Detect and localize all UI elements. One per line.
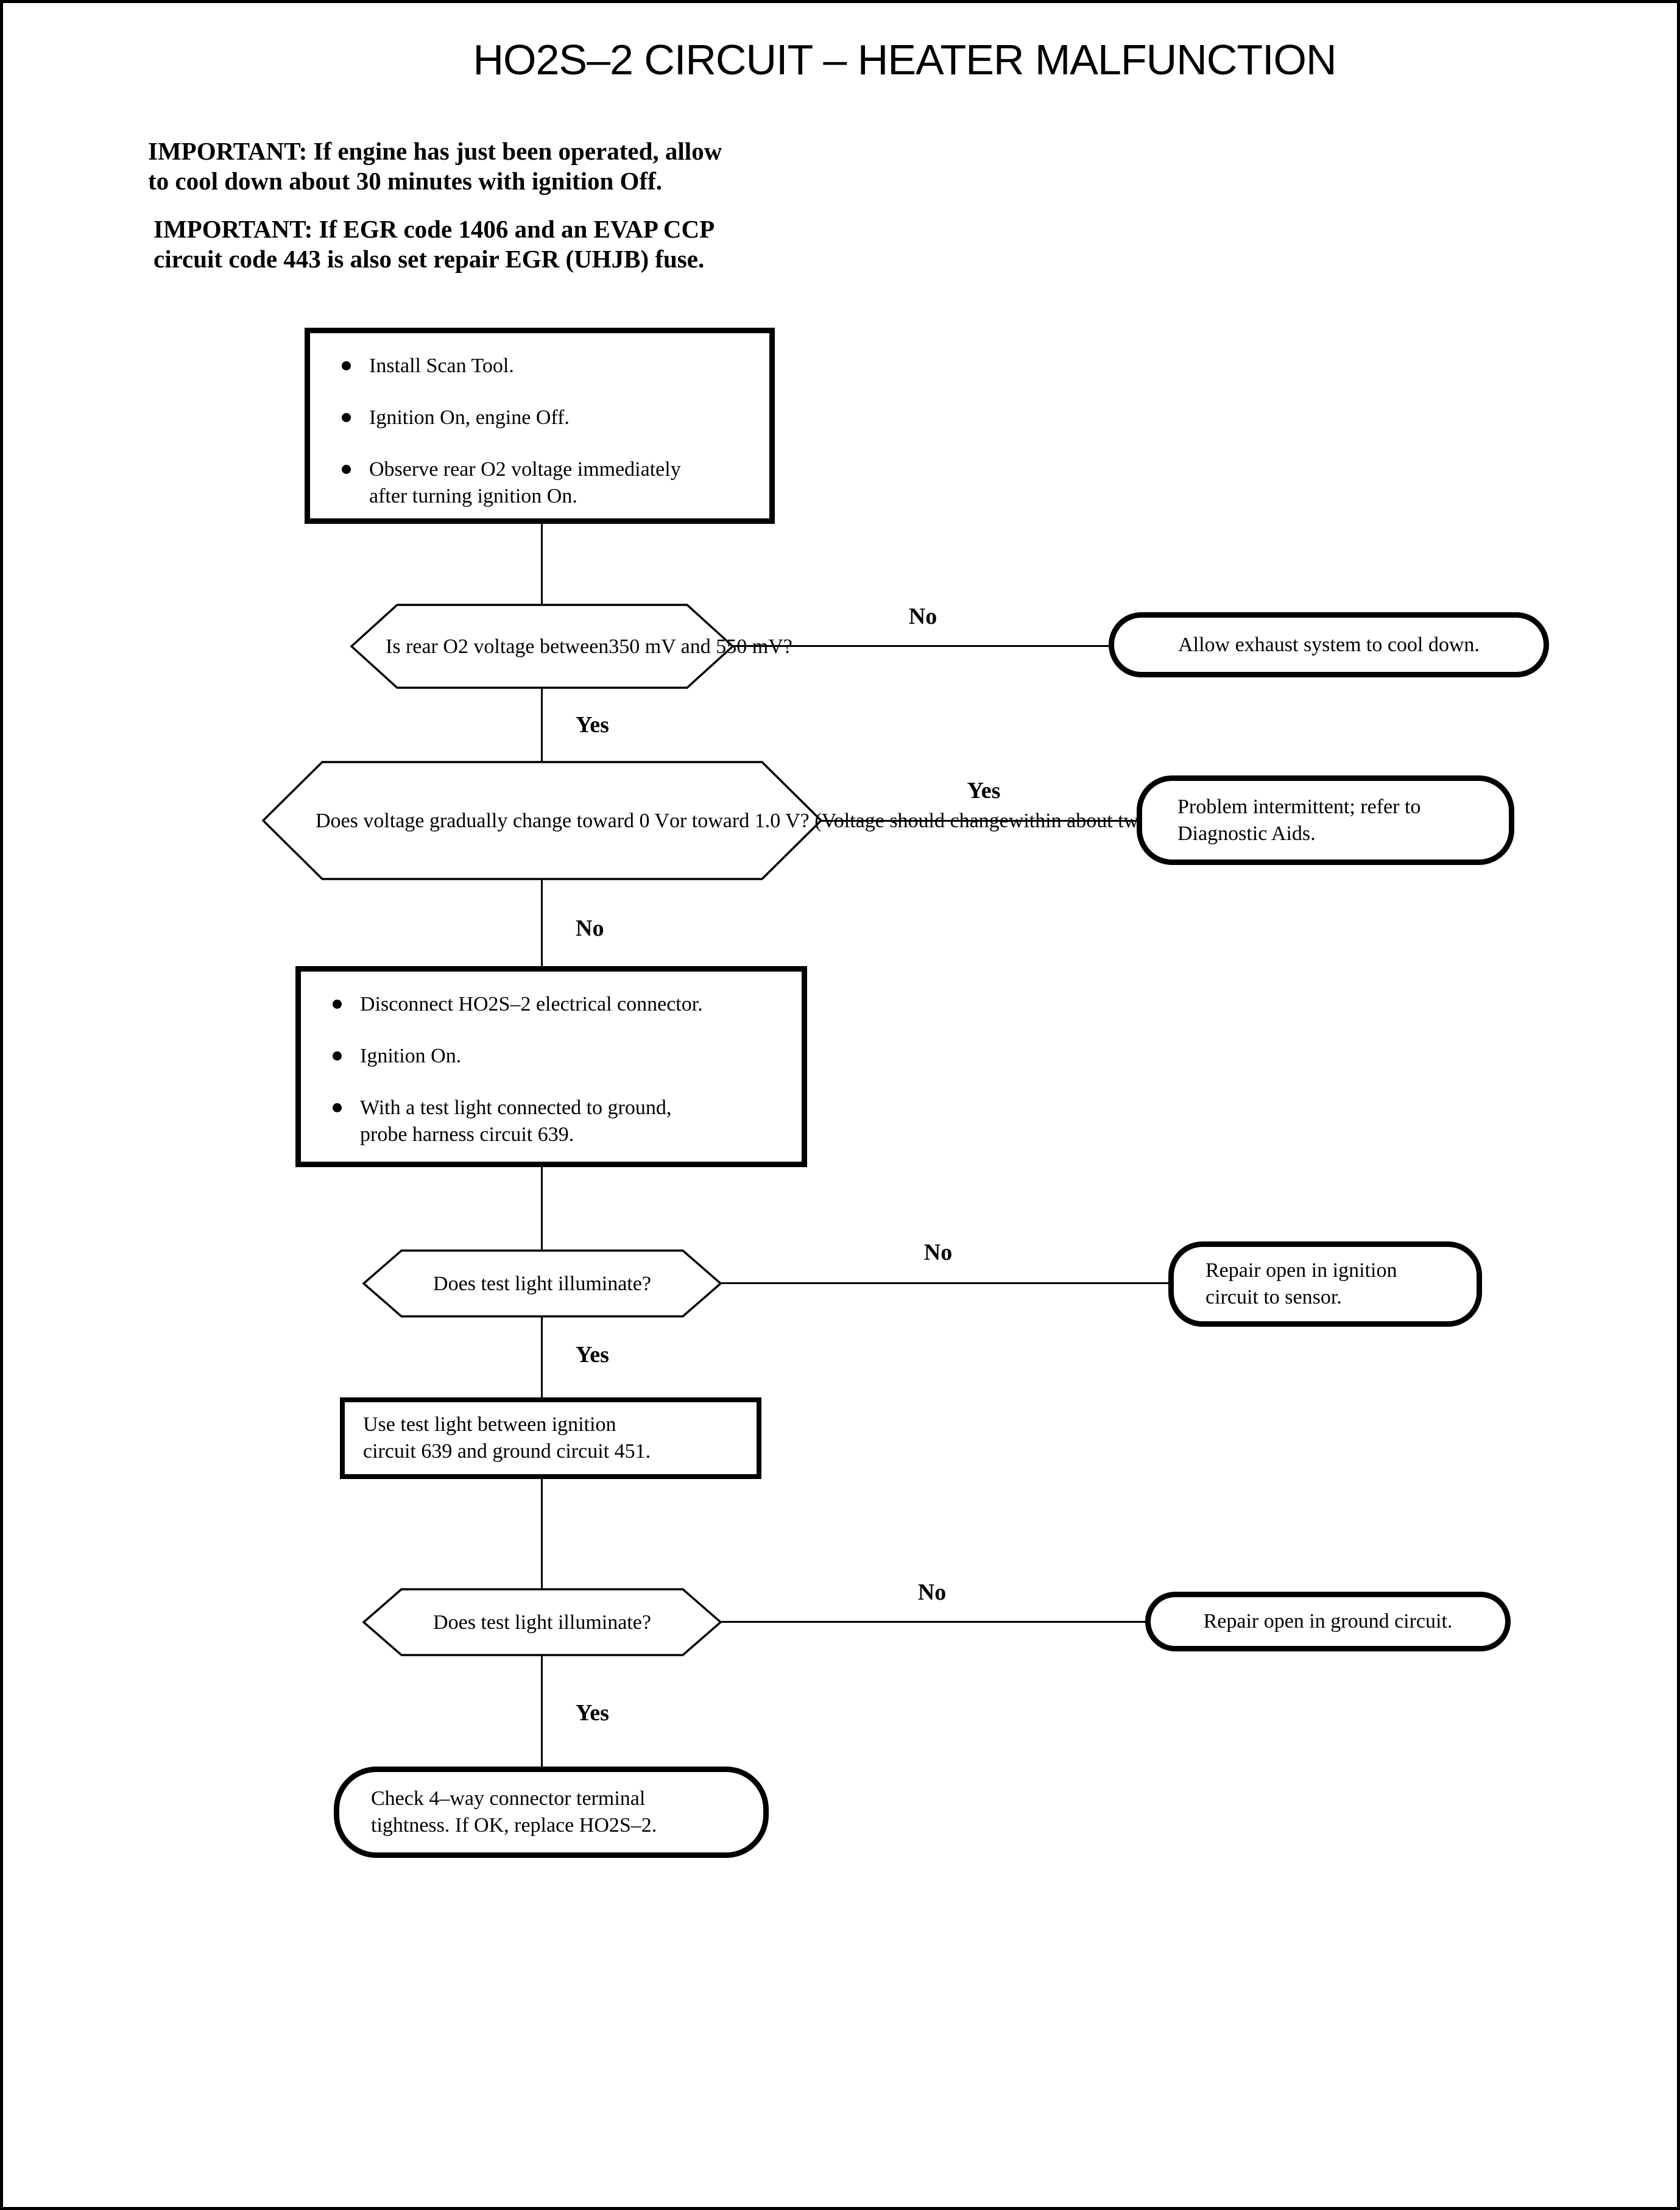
decision-text: Does test light illuminate? xyxy=(433,1272,651,1295)
decision-test-light-2: Does test light illuminate? xyxy=(362,1587,722,1657)
decision-test-light-1: Does test light illuminate? xyxy=(362,1249,722,1318)
decision-text: Does voltage gradually change toward 0 V… xyxy=(316,809,1335,832)
bullet-text: Disconnect HO2S–2 electrical connector. xyxy=(360,993,703,1015)
edge-label-no: No xyxy=(917,1580,947,1605)
connector-line xyxy=(541,1317,543,1399)
terminal-text: Repair open in ground circuit. xyxy=(1203,1610,1453,1633)
terminal-text: Allow exhaust system to cool down. xyxy=(1178,633,1480,656)
bullet-list: Install Scan Tool. Ignition On, engine O… xyxy=(310,333,769,510)
connector-line xyxy=(721,1621,1146,1623)
connector-line xyxy=(541,1656,543,1768)
bullet-icon xyxy=(342,465,351,474)
edge-label-no: No xyxy=(908,604,937,629)
connector-line xyxy=(541,880,543,967)
edge-label-yes: Yes xyxy=(967,778,1001,803)
bullet-icon xyxy=(333,1103,342,1112)
list-item: Install Scan Tool. xyxy=(342,353,758,380)
connector-line xyxy=(541,1478,543,1589)
bullet-text: Ignition On, engine Off. xyxy=(369,406,570,429)
edge-label-yes: Yes xyxy=(576,1700,609,1726)
important-note-1: IMPORTANT: If engine has just been opera… xyxy=(148,137,722,195)
connector-line xyxy=(541,523,543,604)
connector-line xyxy=(541,688,543,761)
connector-line xyxy=(733,645,1110,647)
list-item: With a test light connected to ground,pr… xyxy=(333,1095,791,1148)
bullet-text: Ignition On. xyxy=(360,1045,462,1067)
edge-label-no: No xyxy=(576,916,604,941)
process-box-disconnect-connector: Disconnect HO2S–2 electrical connector. … xyxy=(295,966,807,1167)
bullet-list: Disconnect HO2S–2 electrical connector. … xyxy=(301,972,802,1148)
connector-line xyxy=(721,1282,1170,1284)
list-item: Ignition On. xyxy=(333,1043,791,1070)
bullet-icon xyxy=(333,1051,342,1061)
bullet-icon xyxy=(342,413,351,422)
connector-line xyxy=(541,1166,543,1249)
list-item: Disconnect HO2S–2 electrical connector. xyxy=(333,991,791,1018)
list-item: Ignition On, engine Off. xyxy=(342,404,758,431)
bullet-icon xyxy=(333,1000,342,1009)
edge-label-no: No xyxy=(923,1240,953,1265)
edge-label-yes: Yes xyxy=(576,712,609,738)
decision-text: Does test light illuminate? xyxy=(433,1611,651,1634)
bullet-text: Install Scan Tool. xyxy=(369,355,514,377)
terminal-allow-exhaust-cool: Allow exhaust system to cool down. xyxy=(1109,612,1549,677)
decision-voltage-gradual-change: Does voltage gradually change toward 0 V… xyxy=(262,760,1335,881)
terminal-repair-ground-circuit: Repair open in ground circuit. xyxy=(1145,1592,1511,1651)
bullet-text: With a test light connected to ground,pr… xyxy=(360,1096,672,1146)
process-box-initial-steps: Install Scan Tool. Ignition On, engine O… xyxy=(305,328,775,524)
connector-line xyxy=(821,820,1138,822)
important-note-2: IMPORTANT: If EGR code 1406 and an EVAP … xyxy=(154,215,715,273)
page-title: HO2S–2 CIRCUIT – HEATER MALFUNCTION xyxy=(473,36,1336,83)
edge-label-yes: Yes xyxy=(576,1342,609,1368)
bullet-icon xyxy=(342,361,351,370)
